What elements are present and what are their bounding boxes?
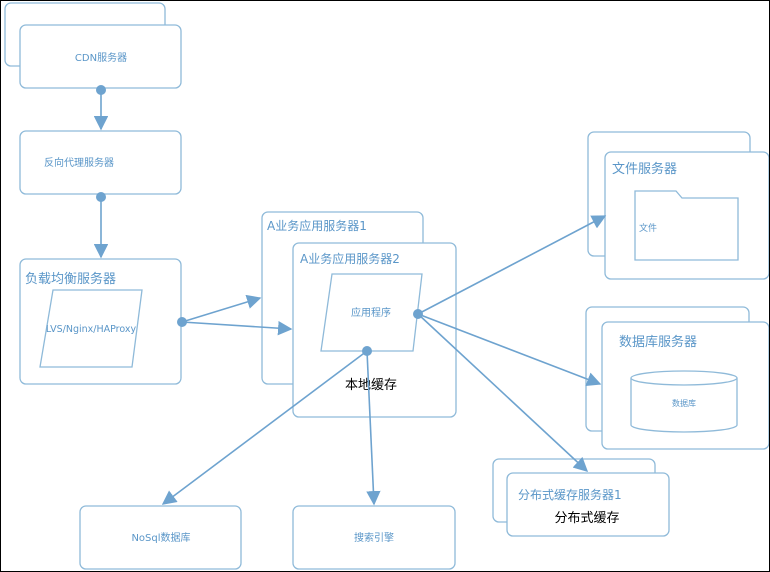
dot-app-program-right	[413, 309, 423, 319]
load-balancer-parallelogram	[39, 289, 143, 368]
folder-icon	[634, 190, 739, 261]
app-server-1-title: A业务应用服务器1	[267, 218, 367, 233]
dot-lb	[177, 317, 187, 327]
load-balancer-title: 负载均衡服务器	[25, 271, 116, 287]
db-server-node: 数据库服务器 数据库	[585, 306, 769, 450]
dot-proxy	[96, 192, 106, 202]
load-balancer-software-label: LVS/Nginx/HAProxy	[46, 324, 137, 335]
app-program-label: 应用程序	[351, 306, 391, 319]
dist-cache-node: 分布式缓存服务器1 分布式缓存	[492, 458, 670, 537]
arrow-app-to-cache	[417, 313, 589, 472]
cdn-server-node: CDN服务器	[4, 2, 182, 89]
arrow-lb-to-app1	[181, 294, 262, 323]
connector-dots	[96, 85, 423, 356]
app-server-2-node: A业务应用服务器2 应用程序 本地缓存	[292, 242, 457, 418]
search-engine-box	[292, 505, 456, 570]
dot-cdn	[96, 85, 106, 95]
database-cylinder-icon	[630, 370, 738, 433]
reverse-proxy-node: 反向代理服务器	[19, 130, 182, 195]
reverse-proxy-label: 反向代理服务器	[44, 156, 114, 169]
folder-file-label: 文件	[639, 222, 657, 234]
arrow-lb-to-app2	[181, 320, 293, 336]
nosql-box	[79, 505, 242, 570]
dist-cache-box	[506, 472, 670, 537]
nosql-node: NoSql数据库	[79, 505, 242, 570]
connectors	[93, 90, 607, 506]
arrow-app-to-db	[417, 313, 602, 387]
dist-cache-title: 分布式缓存服务器1	[518, 487, 622, 502]
app-program-parallelogram	[320, 273, 423, 352]
db-server-title: 数据库服务器	[619, 334, 697, 350]
search-engine-node: 搜索引擎	[292, 505, 456, 570]
db-label: 数据库	[672, 398, 696, 408]
arrow-app-to-search	[366, 350, 381, 506]
arrow-app-to-file	[417, 215, 607, 315]
dot-app-program-bottom	[362, 346, 372, 356]
search-engine-label: 搜索引擎	[354, 531, 394, 544]
local-cache-label: 本地缓存	[345, 378, 397, 393]
file-server-node: 文件服务器 文件	[587, 131, 769, 280]
nosql-label: NoSql数据库	[131, 531, 190, 544]
arrow-app-to-nosql	[161, 350, 368, 505]
app-server-2-title: A业务应用服务器2	[300, 251, 400, 266]
dist-cache-label: 分布式缓存	[554, 511, 619, 526]
load-balancer-node: 负载均衡服务器 LVS/Nginx/HAProxy	[19, 258, 182, 385]
file-server-title: 文件服务器	[612, 161, 677, 177]
cdn-server-label: CDN服务器	[75, 51, 127, 64]
